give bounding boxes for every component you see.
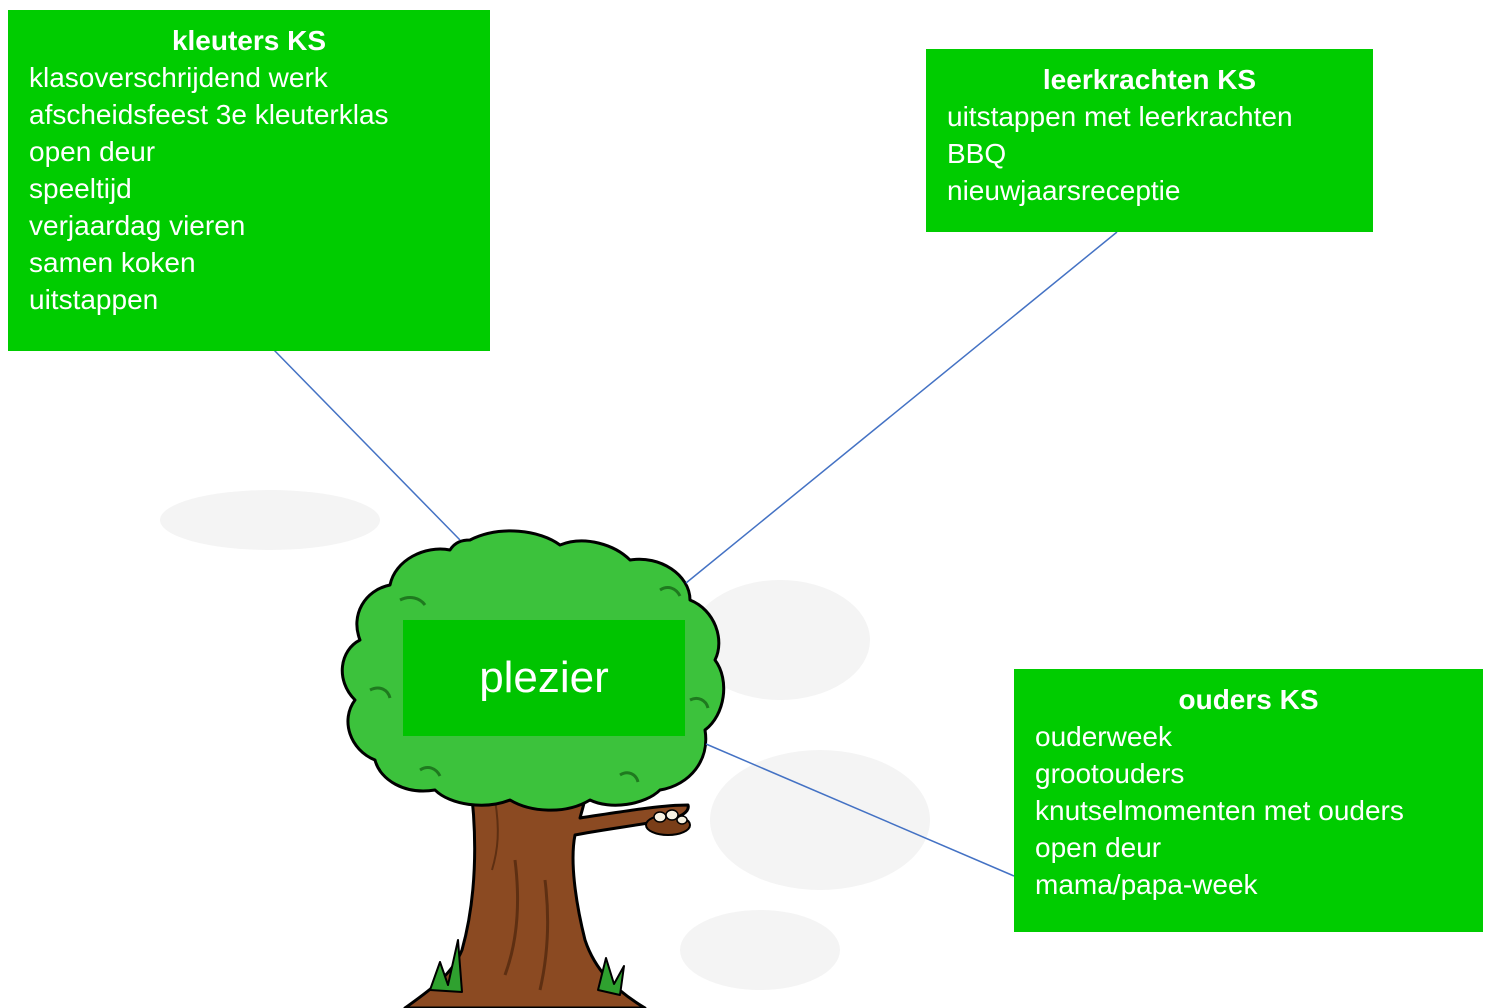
background-sketch (160, 490, 930, 990)
leerkrachten-item: uitstappen met leerkrachten (947, 101, 1293, 132)
connector-leerkrachten (685, 231, 1118, 584)
kleuters-item: open deur (29, 136, 156, 167)
leerkrachten-item: nieuwjaarsreceptie (947, 175, 1181, 206)
leerkrachten-box: leerkrachten KS uitstappen met leerkrach… (926, 49, 1373, 232)
kleuters-item: klasoverschrijdend werk (29, 62, 328, 93)
kleuters-box: kleuters KS klasoverschrijdend werk afsc… (8, 10, 490, 351)
connector-ouders (705, 743, 1015, 877)
leerkrachten-title: leerkrachten KS (1042, 64, 1257, 95)
kleuters-item: afscheidsfeest 3e kleuterklas (29, 99, 389, 130)
ouders-title: ouders KS (1178, 684, 1319, 715)
connector-kleuters (272, 348, 461, 541)
kleuters-item: uitstappen (29, 284, 159, 315)
ouders-item: ouderweek (1035, 721, 1172, 752)
leerkrachten-item: BBQ (947, 138, 1007, 169)
ouders-box: ouders KS ouderweek grootouders knutselm… (1014, 669, 1483, 932)
kleuters-item: verjaardag vieren (29, 210, 246, 241)
kleuters-item: speeltijd (29, 173, 132, 204)
ouders-item: grootouders (1035, 758, 1185, 789)
grass-icon (429, 939, 625, 996)
kleuters-title: kleuters KS (171, 25, 327, 56)
ouders-item: knutselmomenten met ouders (1035, 795, 1404, 826)
center-label-text: plezier (479, 653, 609, 702)
center-label: plezier (403, 620, 685, 736)
ouders-item: open deur (1035, 832, 1162, 863)
kleuters-item: samen koken (29, 247, 196, 278)
trunk (403, 758, 690, 1008)
nest-icon (645, 809, 691, 836)
ouders-item: mama/papa-week (1035, 869, 1258, 900)
